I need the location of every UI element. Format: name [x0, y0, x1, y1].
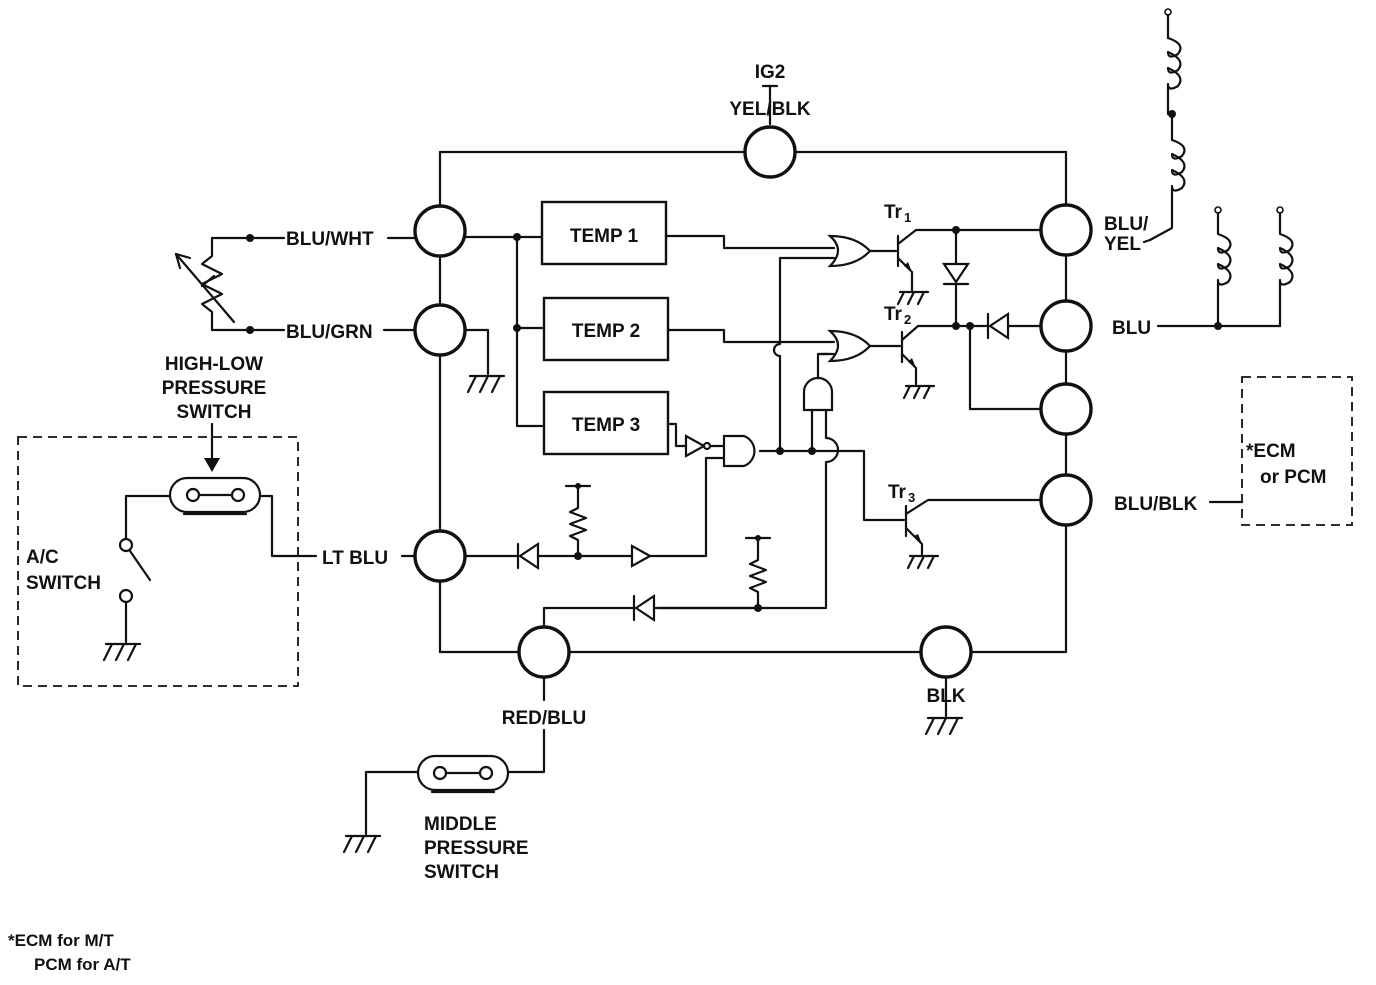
diode-red-blu — [542, 593, 762, 629]
ig2-label: IG2 — [755, 62, 786, 83]
ecm-label-1: *ECM — [1246, 441, 1296, 462]
lt-blu-label: LT BLU — [322, 548, 388, 569]
pin-blu-blk — [1039, 473, 1093, 527]
middle-pressure-switch[interactable] — [416, 754, 510, 794]
pin-blk — [919, 625, 973, 679]
ac-title-1: A/C — [26, 547, 59, 568]
relay-coils-blu — [1156, 206, 1294, 330]
logic-network — [630, 234, 906, 610]
blu-label: BLU — [1112, 318, 1151, 339]
blu-wht-label: BLU/WHT — [286, 229, 374, 250]
pin-red-blu — [517, 625, 571, 679]
blu-yel-label-1: BLU/ — [1104, 214, 1149, 235]
tr2-label: Tr — [884, 304, 903, 325]
red-blu-label: RED/BLU — [502, 708, 586, 729]
temp-feed-wires — [463, 233, 544, 428]
tr3-sub: 3 — [908, 490, 915, 505]
yel-blk-label: YEL/BLK — [729, 99, 811, 120]
transistor-tr1 — [868, 228, 1043, 306]
diode-tr1-tr2 — [941, 226, 1043, 411]
high-low-title-3: SWITCH — [177, 402, 252, 423]
pin-ig2 — [743, 125, 797, 179]
middle-ground-icon — [342, 834, 382, 854]
middle-title-3: SWITCH — [424, 862, 499, 883]
pin-blu-wht — [413, 204, 467, 258]
high-low-title-1: HIGH-LOW — [165, 354, 263, 375]
ground-icon — [463, 328, 506, 394]
footnote-2: PCM for A/T — [34, 955, 131, 974]
pin-lt-blu — [413, 529, 467, 583]
ecm-pcm-dashed-box — [1241, 376, 1353, 526]
or-gate-2 — [827, 329, 872, 363]
high-low-title-2: PRESSURE — [162, 378, 267, 399]
temp2-label: TEMP 2 — [572, 321, 640, 342]
thermistor — [174, 234, 417, 334]
footnote-1: *ECM for M/T — [8, 931, 114, 950]
tr3-label: Tr — [888, 482, 907, 503]
tr2-sub: 2 — [904, 312, 911, 327]
temp3-label: TEMP 3 — [572, 415, 640, 436]
temp1-module — [540, 200, 668, 266]
temp1-label: TEMP 1 — [570, 226, 639, 247]
tr1-sub: 1 — [904, 210, 911, 225]
ac-title-2: SWITCH — [26, 573, 101, 594]
pullup-resistor-2 — [744, 535, 772, 610]
middle-title-2: PRESSURE — [424, 838, 529, 859]
blu-grn-label: BLU/GRN — [286, 322, 373, 343]
blu-blk-label: BLU/BLK — [1114, 494, 1198, 515]
main-wiring — [438, 84, 1068, 654]
transistor-tr2 — [868, 324, 958, 400]
blu-yel-label-2: YEL — [1104, 234, 1141, 255]
pin-blu — [1039, 299, 1093, 353]
pullup-resistor-1 — [564, 483, 592, 558]
temp3-module — [542, 390, 670, 456]
pin-blu-yel — [1039, 203, 1093, 257]
high-low-pressure-switch[interactable] — [168, 476, 262, 516]
temp2-module — [542, 296, 670, 362]
tr1-label: Tr — [884, 202, 903, 223]
ecm-label-2: or PCM — [1260, 467, 1327, 488]
ac-switch[interactable] — [102, 537, 152, 662]
pin-unlabeled — [1039, 382, 1093, 436]
blk-ground-icon — [924, 675, 964, 736]
middle-title-1: MIDDLE — [424, 814, 497, 835]
ac-switch-dashed-box — [17, 436, 299, 687]
relay-coil-main — [1148, 8, 1186, 242]
and-gate-2 — [802, 376, 834, 412]
pin-blu-grn — [413, 303, 467, 357]
diode-lt-blu — [463, 541, 634, 571]
and-gate-1 — [722, 434, 756, 468]
or-gate-1 — [827, 234, 872, 268]
transistor-tr3 — [904, 498, 1043, 570]
